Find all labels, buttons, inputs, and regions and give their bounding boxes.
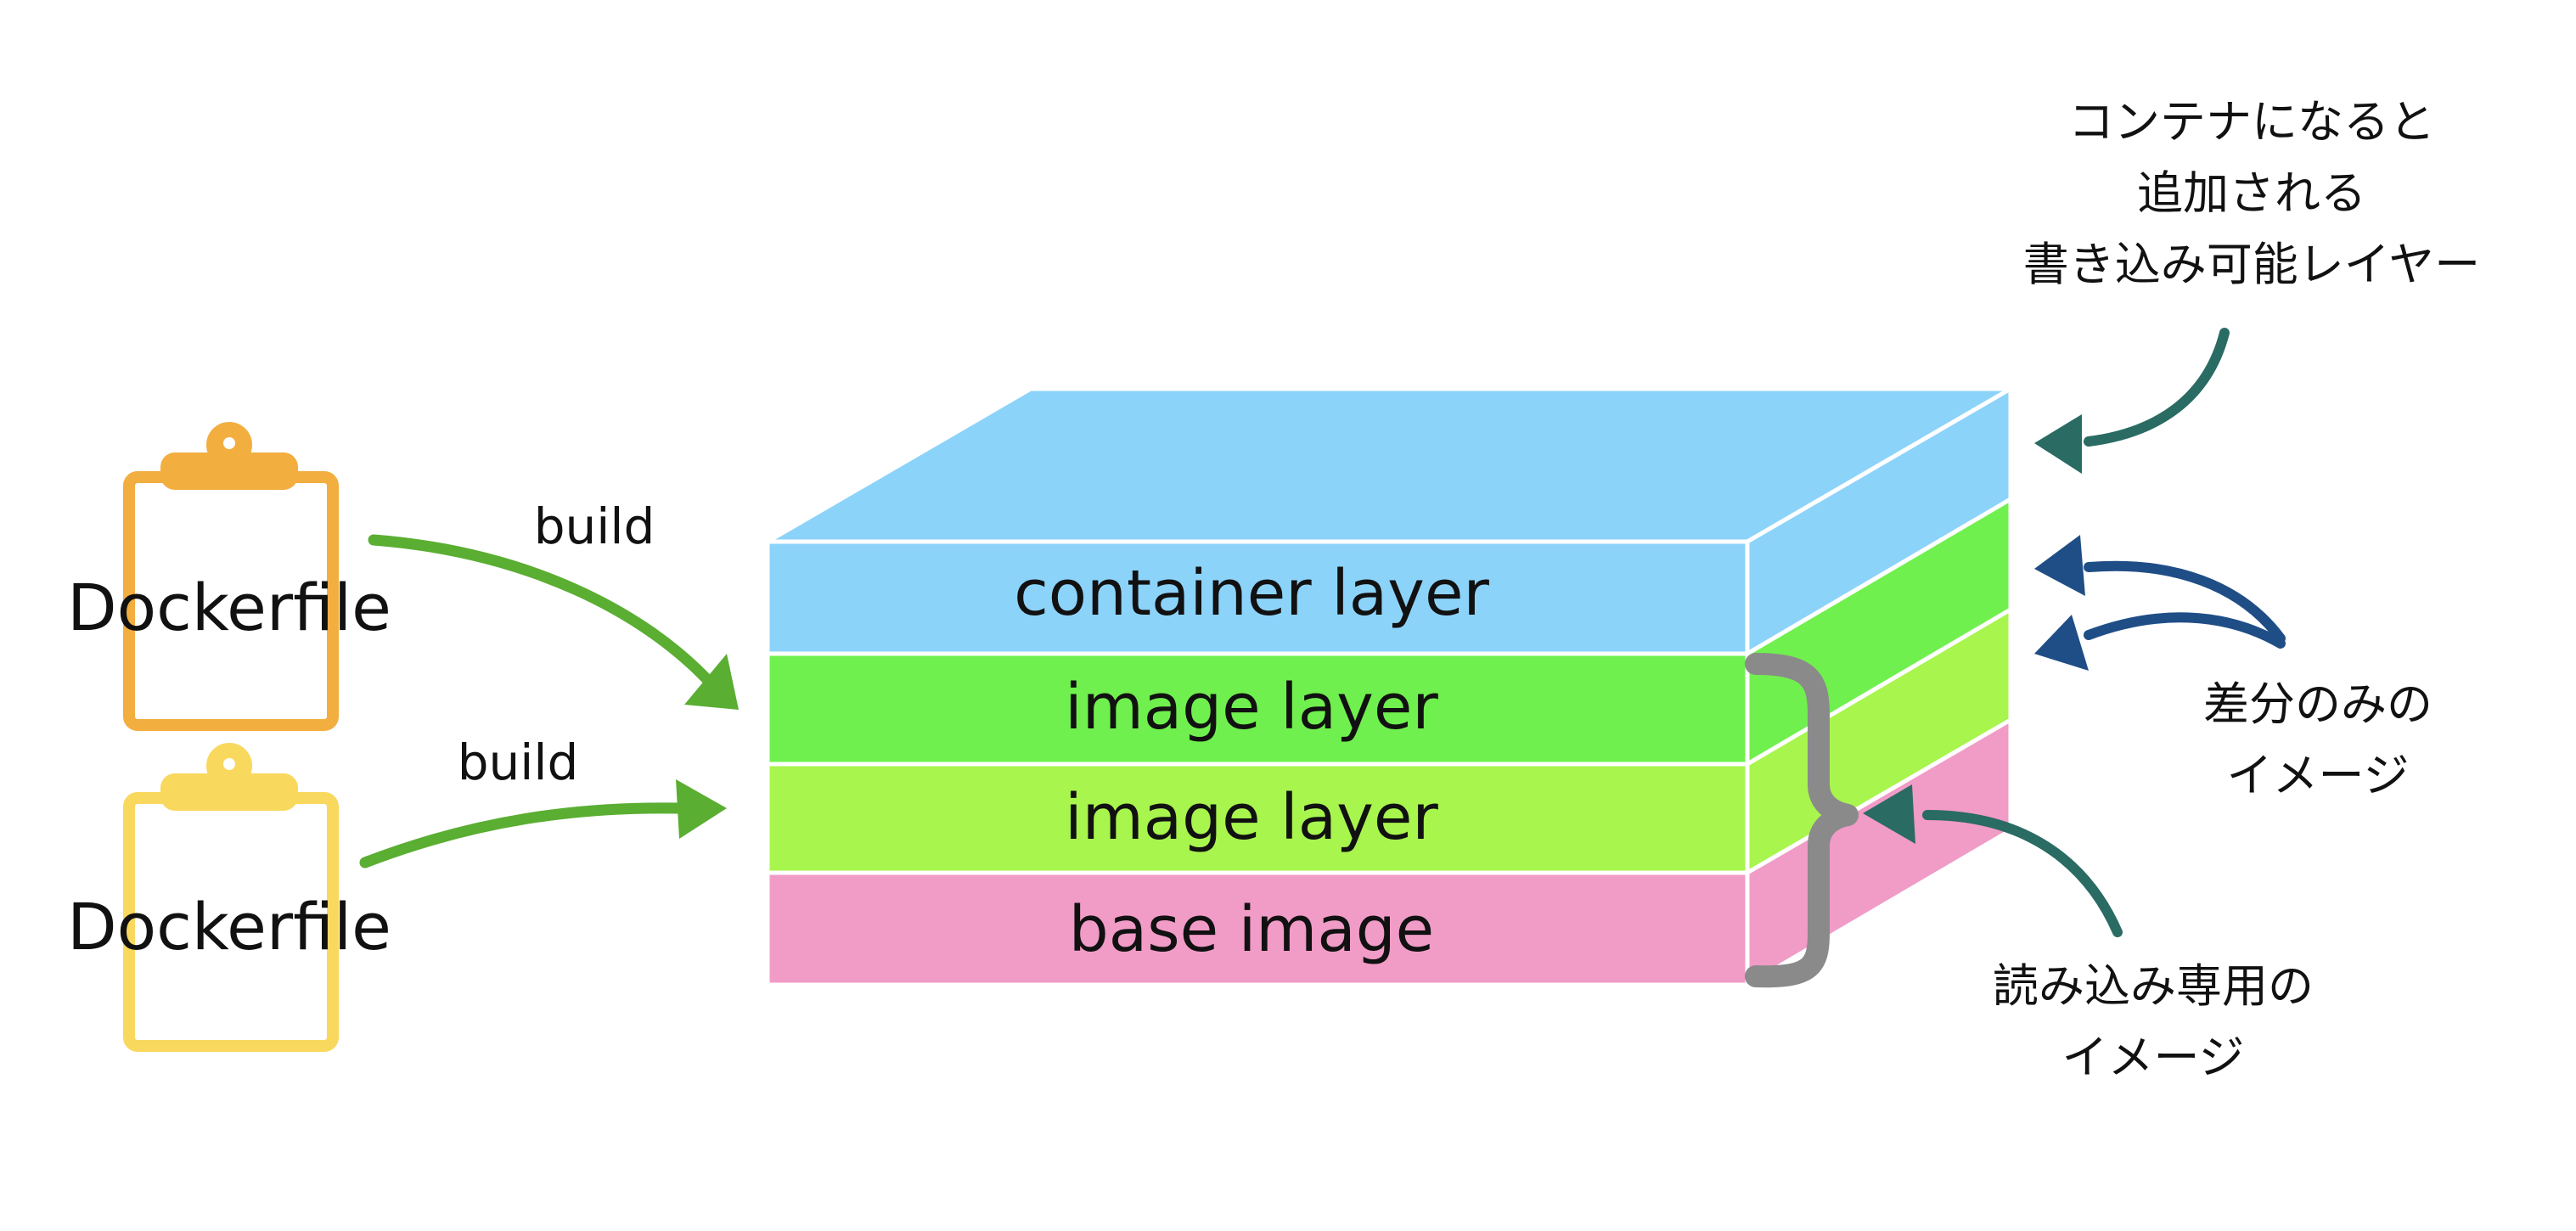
base-image-label: base image (1069, 893, 1434, 966)
image-layer-top (765, 651, 1750, 767)
readonly-note-line-2: イメージ (2062, 1031, 2245, 1084)
writable-note-line-2: 追加される (2137, 166, 2366, 220)
build-arrow-shaft (368, 534, 719, 692)
arrowhead-icon (676, 779, 727, 839)
image-layer-bottom-label: image layer (1065, 781, 1438, 854)
readonly-note-line-1: 読み込み専用の (1993, 959, 2314, 1013)
build-label: build (458, 734, 579, 791)
arrowhead-icon (2034, 414, 2082, 474)
diff-note-line-1: 差分のみの (2203, 677, 2433, 731)
diff-note-line-2: イメージ (2227, 749, 2410, 802)
readonly-arrow-shaft (1922, 810, 2123, 937)
container-layer (765, 539, 1750, 656)
writable-note-line-1: コンテナになると (2068, 95, 2435, 149)
clipboard-icon (123, 743, 339, 1052)
image-layer-bottom (765, 762, 1750, 875)
layer-stack (765, 386, 2013, 987)
writable-note-line-3: 書き込み可能レイヤー (2023, 238, 2480, 291)
diff-image-annotation: 差分のみの イメージ (2034, 535, 2433, 802)
dockerfile-top: Dockerfile (67, 422, 391, 731)
writable-layer-annotation: コンテナになると 追加される 書き込み可能レイヤー (2023, 95, 2480, 474)
readonly-image-annotation: 読み込み専用の イメージ (1863, 784, 2314, 1084)
dockerfile-label: Dockerfile (67, 570, 391, 645)
dockerfile-label: Dockerfile (67, 889, 391, 964)
image-layer-top-label: image layer (1065, 671, 1438, 744)
build-arrow-top: build (368, 497, 739, 710)
arrowhead-icon (2034, 535, 2085, 596)
base-image-layer (765, 870, 1750, 987)
arrowhead-icon (2034, 615, 2089, 671)
build-arrow-shaft (359, 802, 685, 868)
dockerfile-bottom: Dockerfile (67, 743, 391, 1052)
arrowhead-icon (684, 654, 739, 710)
build-label: build (534, 497, 655, 555)
read-only-brace (1745, 653, 1859, 988)
writable-arrow-shaft (2084, 328, 2230, 447)
diff-arrow-shaft-lower (2084, 612, 2286, 649)
build-arrow-bottom: build (359, 734, 727, 868)
diff-arrow-shaft-upper (2084, 560, 2286, 644)
arrowhead-icon (1863, 784, 1915, 844)
container-layer-label: container layer (1014, 557, 1489, 630)
